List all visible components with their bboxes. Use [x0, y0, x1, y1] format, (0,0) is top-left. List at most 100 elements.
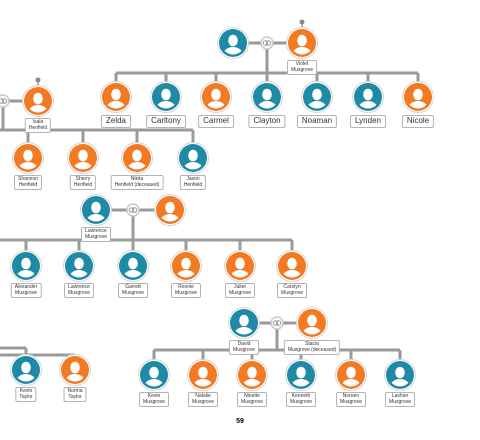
avatar-shannon [12, 142, 44, 174]
avatar-ninette [236, 359, 268, 391]
avatar-jason [177, 142, 209, 174]
name-label-zelda: Zelda [100, 115, 132, 128]
avatar-kenneth [285, 359, 317, 391]
person-icon [86, 201, 106, 222]
avatar-alexander [10, 250, 42, 282]
person-icon [358, 88, 378, 109]
avatar-juliet [224, 250, 256, 282]
person-icon [16, 361, 36, 382]
anchor-dot-icon [299, 19, 305, 25]
name-label-carmel: Carmel [198, 115, 234, 128]
person-icon [73, 149, 93, 170]
person-icon [242, 366, 262, 387]
person-icon [223, 34, 243, 55]
avatar-zelda [100, 81, 132, 113]
person-icon [390, 366, 410, 387]
name-label-carltony: Carltony [146, 115, 186, 128]
avatar-lawrence-jr [63, 250, 95, 282]
avatar-isala [22, 85, 54, 117]
person-icon [160, 201, 180, 222]
avatar-natalie [187, 359, 219, 391]
person-icon [408, 88, 428, 109]
marriage-rings-icon [260, 36, 274, 50]
avatar-david [228, 307, 260, 339]
avatar-lynden [352, 81, 384, 113]
name-label-clayton: Clayton [248, 115, 286, 128]
person-icon [234, 314, 254, 335]
avatar-norma [59, 354, 91, 386]
avatar-noreen [335, 359, 367, 391]
avatar-sherry [67, 142, 99, 174]
name-label-lynden: Lynden [350, 115, 386, 128]
marriage-rings-icon [270, 316, 284, 330]
avatar-lashon [384, 359, 416, 391]
person-icon [156, 88, 176, 109]
avatar-nikita [121, 142, 153, 174]
avatar-clayton [251, 81, 283, 113]
name-label-noaman: Noaman [296, 115, 338, 128]
person-icon [18, 149, 38, 170]
person-icon [65, 361, 85, 382]
person-icon [282, 257, 302, 278]
name-label-nicole: Nicole [401, 115, 435, 128]
person-icon [69, 257, 89, 278]
avatar-kevin-t [10, 354, 42, 386]
avatar-noaman [301, 81, 333, 113]
avatar-ronnie [170, 250, 202, 282]
avatar-carmel [200, 81, 232, 113]
person-icon [144, 366, 164, 387]
anchor-dot-icon [35, 77, 41, 83]
avatar-carolyn [276, 250, 308, 282]
person-icon [206, 88, 226, 109]
person-icon [307, 88, 327, 109]
avatar-violet [286, 27, 318, 59]
avatar-lawrence-sp [154, 194, 186, 226]
person-icon [341, 366, 361, 387]
marriage-rings-icon [126, 203, 140, 217]
avatar-kevin-m [138, 359, 170, 391]
person-icon [127, 149, 147, 170]
person-icon [302, 314, 322, 335]
person-icon [292, 34, 312, 55]
person-icon [28, 92, 48, 113]
person-icon [183, 149, 203, 170]
avatar-stacia [296, 307, 328, 339]
avatar-garrett [117, 250, 149, 282]
avatar-lawrence [80, 194, 112, 226]
person-icon [291, 366, 311, 387]
person-icon [106, 88, 126, 109]
person-icon [16, 257, 36, 278]
person-icon [257, 88, 277, 109]
person-icon [230, 257, 250, 278]
avatar-nicole [402, 81, 434, 113]
avatar-carlton-sr [217, 27, 249, 59]
avatar-carltony [150, 81, 182, 113]
person-icon [193, 366, 213, 387]
person-icon [176, 257, 196, 278]
page-number: 59 [236, 418, 244, 425]
